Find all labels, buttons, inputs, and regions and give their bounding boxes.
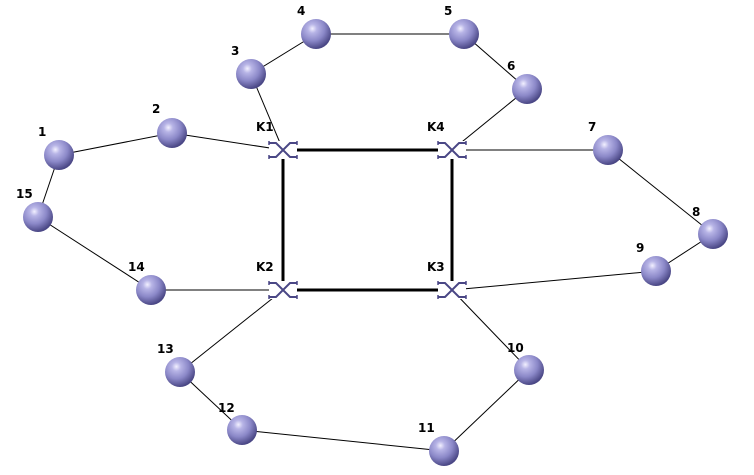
- switch-k3[interactable]: K3: [427, 260, 467, 299]
- node-11[interactable]: 11: [418, 421, 459, 466]
- node-label: 5: [444, 4, 452, 18]
- node-6[interactable]: 6: [507, 59, 542, 104]
- sphere-node-icon: [236, 59, 266, 89]
- node-label: 10: [507, 341, 524, 355]
- sphere-node-icon: [698, 219, 728, 249]
- edge-n7-n8: [607, 149, 714, 235]
- switch-label: K4: [427, 120, 445, 134]
- network-switch-icon: [437, 141, 467, 159]
- node-label: 11: [418, 421, 435, 435]
- edge-n10-n11: [443, 369, 530, 452]
- node-7[interactable]: 7: [588, 120, 623, 165]
- sphere-node-icon: [514, 355, 544, 385]
- sphere-node-icon: [44, 140, 74, 170]
- node-14[interactable]: 14: [128, 260, 166, 305]
- node-label: 12: [218, 401, 235, 415]
- node-15[interactable]: 15: [16, 187, 53, 232]
- node-5[interactable]: 5: [444, 4, 479, 49]
- node-label: 3: [231, 44, 239, 58]
- node-label: 6: [507, 59, 515, 73]
- edges-layer: [37, 33, 714, 452]
- node-13[interactable]: 13: [157, 342, 195, 387]
- node-label: 13: [157, 342, 174, 356]
- sphere-node-icon: [593, 135, 623, 165]
- switch-k4[interactable]: K4: [427, 120, 467, 159]
- node-9[interactable]: 9: [636, 241, 671, 286]
- node-label: 7: [588, 120, 596, 134]
- edge-n1-n2: [58, 132, 173, 156]
- sphere-node-icon: [23, 202, 53, 232]
- sphere-node-icon: [227, 415, 257, 445]
- sphere-node-icon: [641, 256, 671, 286]
- node-label: 1: [38, 125, 46, 139]
- switch-label: K2: [256, 260, 274, 274]
- sphere-node-icon: [512, 74, 542, 104]
- node-label: 2: [152, 102, 160, 116]
- switch-label: K3: [427, 260, 445, 274]
- sphere-node-icon: [301, 19, 331, 49]
- sphere-node-icon: [429, 436, 459, 466]
- node-10[interactable]: 10: [507, 341, 544, 385]
- edge-n14-n15: [37, 216, 152, 291]
- network-switch-icon: [437, 281, 467, 299]
- edge-n9-K3: [451, 270, 657, 291]
- switch-label: K1: [256, 120, 274, 134]
- sphere-node-icon: [157, 118, 187, 148]
- sphere-node-icon: [136, 275, 166, 305]
- switch-k1[interactable]: K1: [256, 120, 298, 159]
- node-3[interactable]: 3: [231, 44, 266, 89]
- sphere-node-icon: [165, 357, 195, 387]
- node-label: 9: [636, 241, 644, 255]
- edge-n13-K2: [179, 289, 284, 373]
- edge-n2-K1: [171, 132, 284, 151]
- edge-n11-n12: [241, 429, 445, 452]
- edge-n6-K4: [451, 88, 528, 151]
- node-label: 15: [16, 187, 33, 201]
- node-4[interactable]: 4: [297, 4, 331, 49]
- node-1[interactable]: 1: [38, 125, 74, 170]
- switch-k2[interactable]: K2: [256, 260, 298, 299]
- node-label: 8: [692, 205, 700, 219]
- node-label: 4: [297, 4, 305, 18]
- network-switch-icon: [268, 141, 298, 159]
- node-2[interactable]: 2: [152, 102, 187, 148]
- node-label: 14: [128, 260, 145, 274]
- network-switch-icon: [268, 281, 298, 299]
- sphere-node-icon: [449, 19, 479, 49]
- node-8[interactable]: 8: [692, 205, 728, 249]
- node-12[interactable]: 12: [218, 401, 257, 445]
- edge-K3-n10: [451, 289, 530, 371]
